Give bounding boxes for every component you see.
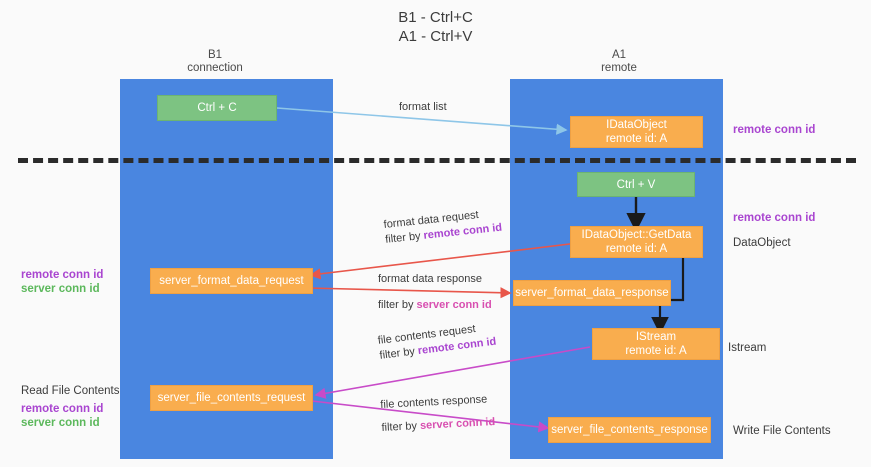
edge-label-format-data-response-line1: format data response	[378, 273, 482, 285]
annotation-left-remote-conn-id-2: remote conn id	[21, 403, 104, 415]
annotation-remote-conn-id-mid: remote conn id	[733, 212, 816, 224]
lane-header-a1: A1 remote	[601, 49, 637, 74]
node-server-file-contents-request-label: server_file_contents_request	[157, 392, 306, 404]
annotation-left-server-conn-id: server conn id	[21, 283, 100, 295]
edge-label-format-data-request: format data request filter by remote con…	[383, 206, 503, 248]
node-idataobject-line1: IDataObject	[606, 119, 667, 131]
node-idataobject-getdata[interactable]: IDataObject::GetData remote id: A	[570, 226, 703, 258]
node-server-file-contents-request[interactable]: server_file_contents_request	[150, 385, 313, 411]
node-istream-line2: remote id: A	[625, 345, 687, 357]
filter-value-server-conn-id-1: server conn id	[416, 299, 492, 311]
node-istream[interactable]: IStream remote id: A	[592, 328, 720, 360]
node-server-format-data-response[interactable]: server_format_data_response	[513, 280, 671, 306]
node-ctrl-v-label: Ctrl + V	[616, 178, 656, 191]
edge-label-format-data-response: format data response filter by server co…	[378, 272, 492, 313]
edge-label-file-contents-request: file contents request filter by remote c…	[377, 320, 497, 364]
node-ctrl-c-label: Ctrl + C	[197, 102, 237, 114]
edge-label-file-contents-response-line1: file contents response	[380, 393, 488, 411]
node-server-file-contents-response[interactable]: server_file_contents_response	[548, 417, 711, 443]
annotation-left-server-conn-id-2: server conn id	[21, 417, 100, 429]
node-istream-line1: IStream	[635, 331, 677, 343]
annotation-write-file-contents: Write File Contents	[733, 425, 831, 437]
node-getdata-line1: IDataObject::GetData	[581, 229, 692, 241]
node-ctrl-c[interactable]: Ctrl + C	[157, 95, 277, 121]
diagram-title: B1 - Ctrl+C A1 - Ctrl+V	[398, 9, 473, 45]
node-server-format-data-request-label: server_format_data_request	[159, 275, 304, 287]
lane-header-b1: B1 connection	[187, 49, 243, 74]
node-server-format-data-response-label: server_format_data_response	[515, 287, 669, 299]
node-ctrl-v[interactable]: Ctrl + V	[577, 172, 695, 197]
node-server-file-contents-response-label: server_file_contents_response	[551, 424, 708, 436]
node-idataobject[interactable]: IDataObject remote id: A	[570, 116, 703, 148]
annotation-dataobject: DataObject	[733, 237, 791, 249]
annotation-read-file-contents: Read File Contents	[21, 385, 120, 397]
annotation-left-remote-conn-id: remote conn id	[21, 269, 104, 281]
node-idataobject-line2: remote id: A	[605, 133, 668, 145]
filter-value-server-conn-id-2: server conn id	[419, 416, 496, 432]
annotation-istream: Istream	[728, 342, 767, 354]
edge-label-file-contents-response-filter: filter by server conn id	[381, 416, 496, 434]
edge-label-file-contents-response: file contents response filter by server …	[380, 392, 496, 436]
edge-label-format-data-response-filter: filter by server conn id	[378, 299, 492, 311]
node-server-format-data-request[interactable]: server_format_data_request	[150, 268, 313, 294]
edge-label-format-list: format list	[399, 101, 447, 113]
annotation-remote-conn-id-top: remote conn id	[733, 124, 816, 136]
phase-divider	[18, 158, 856, 163]
node-getdata-line2: remote id: A	[605, 243, 668, 255]
